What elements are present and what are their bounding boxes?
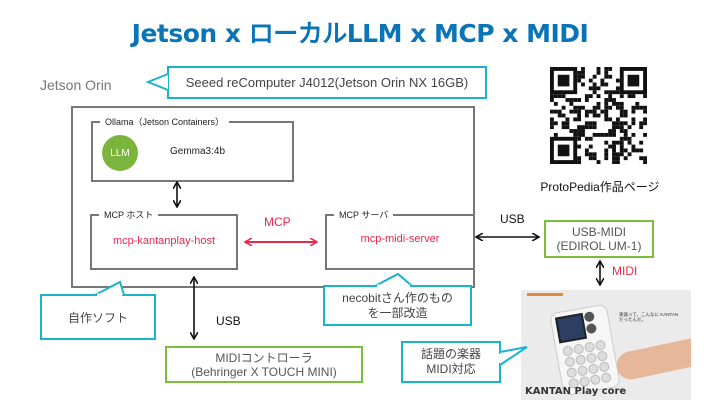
model-name: Gemma3:4b: [170, 146, 226, 157]
jetson-label: Jetson Orin: [40, 77, 112, 93]
device-button: [598, 361, 611, 373]
qr-code-graphic: [550, 67, 647, 164]
mcp-server-group: [325, 214, 475, 270]
mcp-host-group: [90, 214, 238, 270]
device-button: [587, 363, 600, 375]
product-name: KANTAN Play core: [525, 386, 627, 397]
mcp-link-label: MCP: [264, 215, 291, 229]
hand-graphic: [614, 335, 691, 383]
device-button: [600, 371, 612, 384]
mcp-host-name: mcp-kantanplay-host: [112, 235, 216, 247]
mcp-server-group-label: MCP サーバ: [334, 208, 394, 221]
device-body: [549, 303, 621, 397]
mcp-host-group-label: MCP ホスト: [99, 208, 159, 221]
modified-text-line1: necobitさん作のもの: [342, 290, 453, 305]
mcp-server-name: mcp-midi-server: [360, 233, 440, 245]
page-title: Jetson x ローカルLLM x MCP x MIDI: [131, 19, 589, 48]
midi-controller-box: MIDIコントローラ (Behringer X TOUCH MINI): [165, 346, 363, 383]
self-made-callout: 自作ソフト: [40, 294, 156, 340]
product-tagline: 楽器って、こんなに KANTANだったんだ。: [619, 312, 679, 322]
device-button: [574, 354, 587, 366]
device-button: [596, 350, 609, 362]
device-button: [565, 366, 578, 379]
device-button: [572, 343, 585, 355]
device-button: [576, 364, 589, 377]
device-screen: [554, 312, 588, 344]
usb-midi-line2: (EDIROL UM-1): [556, 239, 642, 253]
device-callout-text: Seeed reComputer J4012(Jetson Orin NX 16…: [185, 75, 469, 90]
llm-badge-text: LLM: [110, 147, 130, 159]
device-buttons: [562, 339, 613, 390]
device-knob: [583, 310, 596, 323]
product-image: 楽器って、こんなに KANTANだったんだ。 KANTAN Play core: [521, 290, 691, 400]
device-button: [562, 345, 574, 357]
device-button: [583, 341, 596, 353]
self-made-text: 自作ソフト: [67, 310, 128, 325]
qr-caption: ProtoPedia作品ページ: [540, 180, 660, 194]
midi-controller-line2: (Behringer X TOUCH MINI): [191, 364, 337, 379]
modified-callout: necobitさん作のもの を一部改造: [323, 285, 472, 326]
device-callout: Seeed reComputer J4012(Jetson Orin NX 16…: [167, 66, 487, 99]
device-button: [594, 339, 607, 352]
device-button: [589, 373, 602, 386]
device-callout-pointer: [145, 73, 169, 91]
usb-midi-box: USB-MIDI (EDIROL UM-1): [544, 220, 654, 258]
device-knob: [585, 322, 598, 335]
qr-code[interactable]: [550, 67, 647, 164]
ollama-group-label: Ollama（Jetson Containers）: [100, 115, 230, 128]
llm-badge: LLM: [102, 135, 138, 171]
instrument-callout: 話題の楽器 MIDI対応: [401, 341, 501, 383]
usb-midi-line1: USB-MIDI: [572, 225, 626, 239]
instrument-text-line1: 話題の楽器: [420, 347, 481, 361]
usb-bottom-label: USB: [216, 314, 241, 328]
midi-link-label: MIDI: [612, 264, 638, 278]
instrument-text-line2: MIDI対応: [426, 362, 476, 376]
midi-controller-line1: MIDIコントローラ: [215, 350, 313, 365]
device-button: [564, 356, 576, 368]
product-logo: [527, 293, 563, 296]
jetson-container-box: [71, 106, 475, 288]
device-button: [585, 352, 598, 364]
modified-text-line2: を一部改造: [367, 305, 428, 320]
usb-right-label: USB: [500, 212, 525, 226]
